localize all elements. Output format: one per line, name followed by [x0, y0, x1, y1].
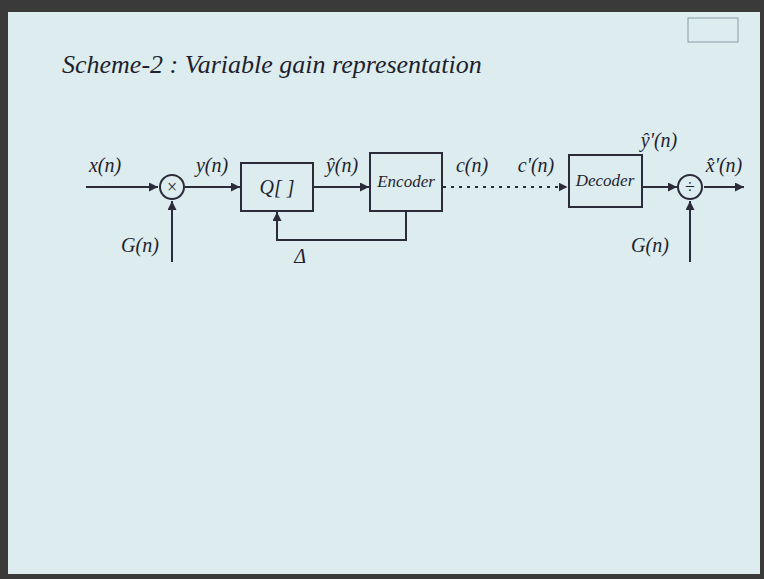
signal-connector	[185, 186, 240, 188]
signal-name: x(n)	[89, 154, 121, 177]
signal-connector	[277, 212, 406, 240]
paper-sheet	[8, 12, 760, 574]
gain-wire	[689, 201, 691, 262]
node-text: Decoder	[576, 171, 635, 191]
encoder-box: Encoder	[369, 152, 443, 212]
signal-name: ŷ'(n)	[641, 129, 677, 152]
slide-title: Scheme-2 : Variable gain representation	[62, 50, 482, 80]
divider-circle: ÷	[677, 174, 703, 200]
decoder-box: Decoder	[568, 154, 643, 208]
signal-name: G(n)	[121, 234, 159, 257]
signal-connector	[643, 186, 678, 188]
node-text: ÷	[685, 177, 695, 198]
stamp-box	[688, 18, 738, 42]
multiplier-circle: ×	[159, 174, 185, 200]
signal-name: ŷ(n)	[326, 154, 358, 177]
signal-name: c(n)	[456, 154, 488, 177]
signal-name: Δ	[294, 245, 306, 268]
signal-name: y(n)	[196, 154, 228, 177]
quantizer-box: Q[ ]	[240, 162, 314, 212]
signal-connector	[314, 186, 369, 188]
node-text: Encoder	[377, 172, 435, 192]
node-text: ×	[167, 177, 177, 198]
signal-name: c'(n)	[518, 154, 554, 177]
signal-connector	[443, 186, 568, 188]
input-wire	[86, 186, 158, 188]
gain-wire	[171, 201, 173, 262]
circle-outline	[678, 175, 702, 199]
signal-name: G(n)	[631, 234, 669, 257]
output-wire	[704, 186, 744, 188]
node-text: Q[ ]	[259, 176, 294, 199]
circle-outline	[160, 175, 184, 199]
signal-name: x̂'(n)	[706, 154, 742, 177]
